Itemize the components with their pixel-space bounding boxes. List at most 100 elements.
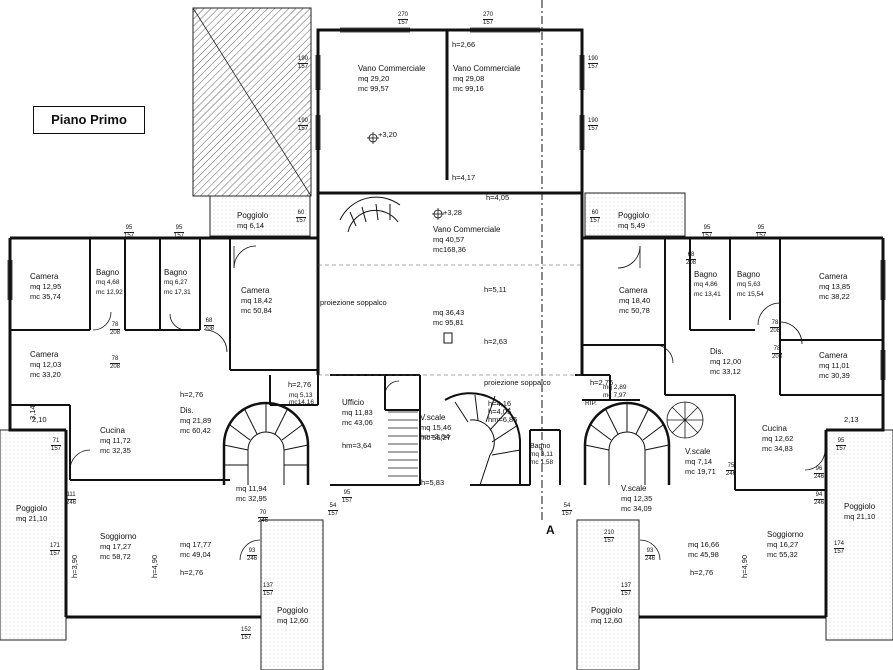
label-h583: h=5,83: [421, 478, 445, 487]
label-h405b: h=4,05: [488, 407, 512, 416]
label-h511: h=5,11: [484, 285, 507, 294]
plan-title: Piano Primo: [33, 106, 145, 134]
central-curved-stair: [444, 392, 521, 486]
label-hm364-l: hm=3,64: [342, 441, 372, 450]
balcony-east: [825, 429, 893, 641]
label-proiezione-1: proiezione soppalco: [320, 298, 387, 307]
label-lev328: +3,28: [443, 208, 462, 217]
balcony-north-right: [584, 192, 686, 237]
label-h276-sl: h=2,76: [180, 568, 204, 577]
label-hm364-c: hm=3,64: [420, 432, 450, 441]
label-h276-sr: h=2,76: [690, 568, 714, 577]
balcony-south-right: [576, 519, 640, 670]
label-hm685: hm=6,85: [488, 415, 518, 424]
label-h405: h=4,05: [486, 193, 510, 202]
section-marker: A: [546, 523, 555, 537]
spiral-stair-left: [222, 401, 310, 485]
label-side-213: 2,13: [844, 415, 859, 424]
label-lev320: +3,20: [378, 130, 397, 139]
label-side-210: 2,10: [32, 415, 47, 424]
spiral-stair-right: [583, 401, 671, 485]
balcony-north-left: [209, 195, 311, 237]
label-h417: h=4,17: [452, 173, 476, 182]
label-side-314: 3,14: [28, 405, 37, 420]
label-h276-r: h=2,76: [590, 378, 614, 387]
label-h276-c: h=2,76: [288, 380, 312, 389]
balcony-west: [0, 429, 67, 641]
label-side-490-r: h=4,90: [740, 554, 749, 578]
balcony-south-left: [260, 519, 324, 670]
label-h266: h=2,66: [452, 40, 476, 49]
label-h416: h=4,16: [488, 399, 512, 408]
label-side-490-l: h=4,90: [150, 554, 159, 578]
label-h263: h=2,63: [484, 337, 508, 346]
label-side-390: h=3,90: [70, 554, 79, 578]
